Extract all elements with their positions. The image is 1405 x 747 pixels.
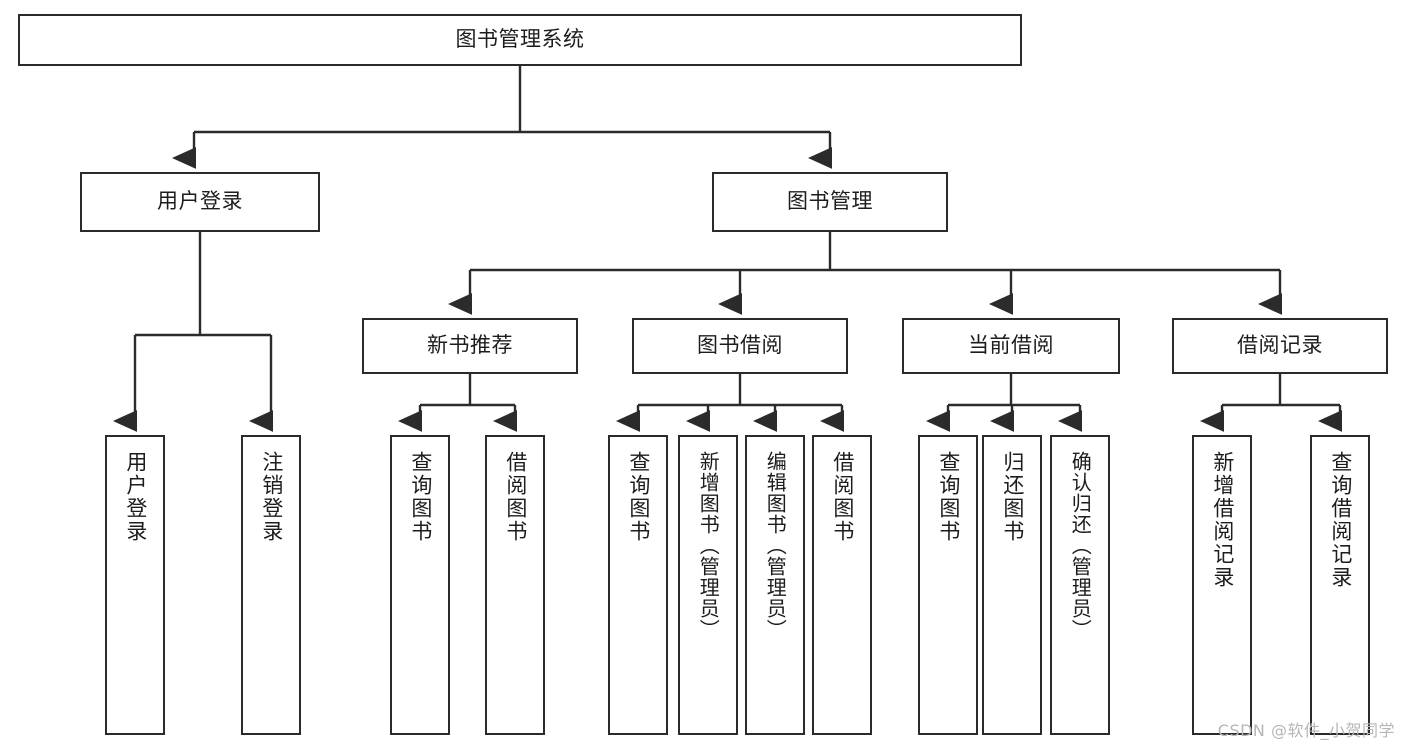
node-book-borrow[interactable]: 图书借阅 [632,318,848,374]
leaf-logout[interactable]: 注销登录 [241,435,301,735]
leaf-return-book[interactable]: 归还图书 [982,435,1042,735]
node-book-borrow-label: 图书借阅 [697,333,783,358]
node-new-book-recommend[interactable]: 新书推荐 [362,318,578,374]
leaf-borrow-book-borrow-label: 借阅图书 [830,451,855,543]
leaf-query-book-current[interactable]: 查询图书 [918,435,978,735]
leaf-query-book-borrow[interactable]: 查询图书 [608,435,668,735]
leaf-add-borrow-record-label: 新增借阅记录 [1210,451,1235,589]
node-root-book-management-system[interactable]: 图书管理系统 [18,14,1022,66]
leaf-borrow-book-new-rec-label: 借阅图书 [503,451,528,543]
leaf-query-book-current-label: 查询图书 [936,451,961,543]
leaf-add-book-admin[interactable]: 新增图书（管理员） [678,435,738,735]
leaf-add-book-admin-label: 新增图书（管理员） [696,451,721,640]
leaf-borrow-book-borrow[interactable]: 借阅图书 [812,435,872,735]
leaf-confirm-return-admin[interactable]: 确认归还（管理员） [1050,435,1110,735]
node-book-management-label: 图书管理 [787,189,873,214]
node-root-label: 图书管理系统 [455,27,585,52]
leaf-user-login-label: 用户登录 [123,451,148,543]
node-user-login-label: 用户登录 [157,189,243,214]
leaf-borrow-book-new-rec[interactable]: 借阅图书 [485,435,545,735]
node-user-login[interactable]: 用户登录 [80,172,320,232]
leaf-query-borrow-record[interactable]: 查询借阅记录 [1310,435,1370,735]
leaf-query-borrow-record-label: 查询借阅记录 [1328,451,1353,589]
leaf-user-login[interactable]: 用户登录 [105,435,165,735]
leaf-add-borrow-record[interactable]: 新增借阅记录 [1192,435,1252,735]
leaf-edit-book-admin-label: 编辑图书（管理员） [763,451,788,640]
node-new-book-recommend-label: 新书推荐 [427,333,513,358]
node-borrow-record[interactable]: 借阅记录 [1172,318,1388,374]
node-book-management[interactable]: 图书管理 [712,172,948,232]
node-current-borrow-label: 当前借阅 [968,333,1054,358]
leaf-logout-label: 注销登录 [259,451,284,543]
csdn-watermark: CSDN @软件_小贺同学 [1217,721,1395,740]
node-borrow-record-label: 借阅记录 [1237,333,1323,358]
leaf-return-book-label: 归还图书 [1000,451,1025,543]
leaf-query-book-new-rec-label: 查询图书 [408,451,433,543]
leaf-confirm-return-admin-label: 确认归还（管理员） [1068,451,1093,640]
leaf-query-book-new-rec[interactable]: 查询图书 [390,435,450,735]
leaf-query-book-borrow-label: 查询图书 [626,451,651,543]
leaf-edit-book-admin[interactable]: 编辑图书（管理员） [745,435,805,735]
node-current-borrow[interactable]: 当前借阅 [902,318,1120,374]
